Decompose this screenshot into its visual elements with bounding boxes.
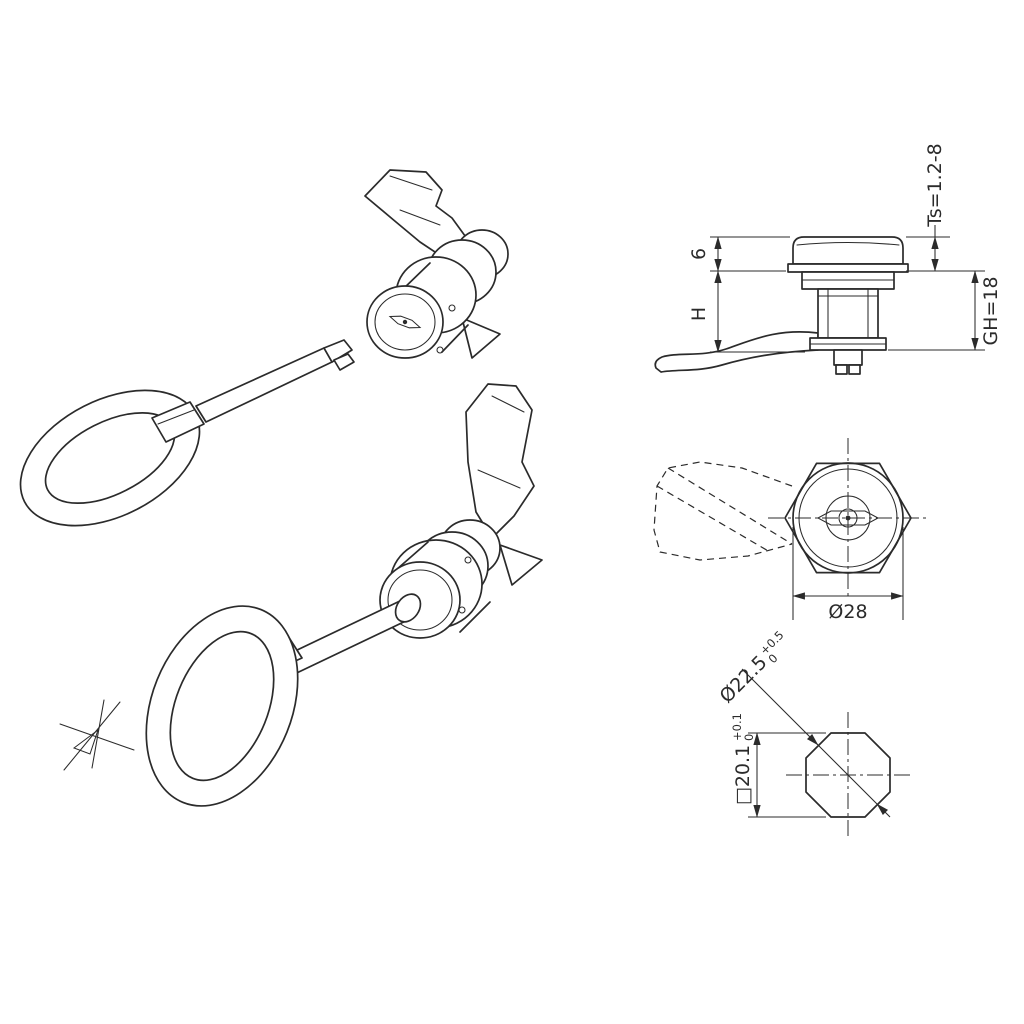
screw-dot xyxy=(436,346,444,354)
ghost-cam-line xyxy=(667,467,793,545)
head-cap-arc xyxy=(796,241,900,246)
dim-cutout-diameter: Ø22.5 +0.5 0 xyxy=(715,628,786,708)
wing-cam xyxy=(465,383,535,539)
wing-cam-fold-line xyxy=(399,209,441,226)
dim-cutout-square-tol-upper: +0.1 xyxy=(730,713,744,741)
dim-cutout-square-tol-lower: 0 xyxy=(742,734,756,741)
ghost-cam-outline xyxy=(653,461,793,561)
crossed-symbol xyxy=(59,699,135,771)
key-bow-inner xyxy=(169,630,275,782)
cylinder-boss xyxy=(825,495,871,541)
head-brim xyxy=(787,263,909,273)
dim-cutout-diameter-value: Ø22.5 xyxy=(715,651,771,707)
screw-dot xyxy=(458,606,466,614)
isometric-lock-with-key xyxy=(145,383,543,807)
wing-cam-fold-line xyxy=(477,469,521,489)
key-slot xyxy=(816,510,880,526)
body-edge xyxy=(459,601,491,633)
cam-tip xyxy=(499,544,543,586)
key-shaft xyxy=(195,347,333,423)
dim-cutout-square: □20.1 +0.1 0 xyxy=(730,713,756,805)
cylinder-core xyxy=(838,508,858,528)
head-circle xyxy=(792,462,904,574)
dim-grip-height: GH=18 xyxy=(980,276,1002,345)
stem-foot xyxy=(835,364,848,375)
body-edge xyxy=(441,324,469,353)
cam-tip xyxy=(461,317,501,359)
hex-nut xyxy=(784,462,912,574)
wing-cam-fold-line xyxy=(389,175,433,191)
screw-dot xyxy=(448,304,456,312)
key-neck-line xyxy=(157,409,195,425)
side-view-dimensions: 6 H Ts=1.2-8 GH=18 xyxy=(688,143,1002,353)
lock-face-inner xyxy=(374,293,436,351)
dim-cutout-square-value: □20.1 xyxy=(732,745,754,805)
key-collar xyxy=(394,593,422,623)
side-view xyxy=(654,236,909,375)
key-tip xyxy=(323,339,353,363)
stem xyxy=(833,349,863,366)
isometric-lock-assembly xyxy=(364,169,509,359)
dim-head-height: 6 xyxy=(688,248,710,260)
isometric-key xyxy=(19,339,355,527)
key-bit xyxy=(333,353,355,371)
key-neck-block xyxy=(151,401,205,443)
center-dot xyxy=(845,515,851,521)
dim-head-diameter: Ø28 xyxy=(828,601,867,623)
octagon-cutout xyxy=(805,732,891,818)
head-circle-inner xyxy=(798,468,898,568)
dim-h: H xyxy=(688,307,710,321)
dim-panel-thickness: Ts=1.2-8 xyxy=(924,143,946,227)
screw-dot xyxy=(464,556,472,564)
stem-foot xyxy=(848,364,861,375)
wing-cam-fold-line xyxy=(491,395,525,413)
lock-face-inner xyxy=(387,569,453,631)
ghost-cam-line xyxy=(656,485,771,553)
key-slot xyxy=(388,315,422,329)
cutout-view: Ø22.5 +0.5 0 □20.1 +0.1 0 xyxy=(715,628,910,838)
head-cap xyxy=(792,236,904,265)
front-view: Ø28 xyxy=(653,438,928,623)
